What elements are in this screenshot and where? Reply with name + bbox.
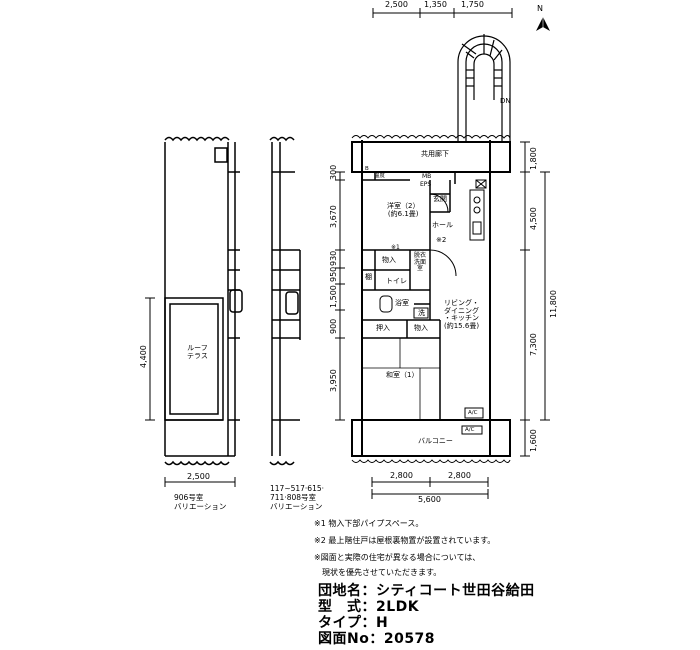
bath-label: 浴室 <box>395 299 409 307</box>
main-unit-walls <box>351 140 511 457</box>
corridor-ticks <box>351 135 511 463</box>
variation-a-dim-h: 4,400 <box>139 345 148 368</box>
hall-label: ホール <box>432 221 453 229</box>
right-dim-4500: 4,500 <box>529 207 538 230</box>
meter-label: 温度 <box>374 173 386 179</box>
complex-name: 団地名：シティコート世田谷給田 <box>318 583 535 599</box>
unit-type: 型 式：2LDK <box>318 599 420 615</box>
toilet-label: トイレ <box>386 277 407 285</box>
top-dimension-line <box>372 8 513 18</box>
right-dim-7300: 7,300 <box>529 333 538 356</box>
storage2-label: 物入 <box>414 324 428 332</box>
top-dim-1: 2,500 <box>385 0 408 9</box>
closet-label: 押入 <box>376 324 390 332</box>
north-arrow-icon <box>536 17 550 31</box>
wash-label: 洗 <box>418 309 425 317</box>
ac-label-1: A/C <box>468 410 478 416</box>
variation-a-dimensions <box>145 297 236 487</box>
left-dim-3950: 3,950 <box>329 369 338 392</box>
left-dim-1500: 1,500 <box>329 285 338 308</box>
left-dim-950: 950 <box>329 266 338 282</box>
variation-b-caption-3: バリエーション <box>270 502 323 511</box>
spiral-stair <box>457 34 511 143</box>
left-dimension-line <box>335 171 345 421</box>
left-dim-930: 930 <box>329 250 338 266</box>
bottom-dimension-lines <box>371 477 489 499</box>
left-dim-300: 300 <box>329 164 338 180</box>
tatami-lines <box>362 338 440 420</box>
bottom-dim-b: 2,800 <box>448 471 471 480</box>
storage1-label: 物入 <box>382 256 396 264</box>
variation-a-walls <box>164 136 243 466</box>
washroom-label: 脱衣 洗面 室 <box>414 252 427 273</box>
right-dimension-lines <box>520 141 550 457</box>
kitchen-fixtures <box>379 179 487 435</box>
variation-b-caption-2: 711·808号室 <box>270 493 317 502</box>
right-dim-1800: 1,800 <box>529 147 538 170</box>
balcony-label: バルコニー <box>418 437 453 445</box>
bottom-dim-total: 5,600 <box>418 495 441 504</box>
bottom-dim-a: 2,800 <box>390 471 413 480</box>
note-4: 現状を優先させていただきます。 <box>314 568 442 577</box>
variation-a-caption-2: バリエーション <box>174 502 227 511</box>
corridor-label: 共用廊下 <box>421 150 449 158</box>
japanese-room-label: 和室（1） <box>386 371 419 379</box>
variation-a-dim-w: 2,500 <box>187 472 210 481</box>
room-b-label: B <box>365 166 369 172</box>
note-2: ※2 最上階住戸は屋根裏物置が設置されています。 <box>314 536 496 545</box>
ldk-label: リビング・ ダイニング ・キッチン (約15.6畳) <box>444 299 480 331</box>
north-label: N <box>537 4 543 13</box>
note2-mark: ※2 <box>436 236 447 244</box>
variation-a-caption-1: 906号室 <box>174 493 204 502</box>
eps-label: EPS <box>420 181 432 188</box>
genkan-label: 玄関 <box>433 195 447 203</box>
note1-mark: ※1 <box>391 244 400 251</box>
top-dim-3: 1,750 <box>461 0 484 9</box>
variation-b-walls <box>269 136 301 466</box>
ac-label-2: A/C <box>465 427 475 433</box>
western-room-label: 洋室（2） (約6.1畳) <box>387 202 420 218</box>
stair-dn-label: DN <box>500 97 511 105</box>
mb-label: MB <box>422 173 432 180</box>
left-dim-3670: 3,670 <box>329 205 338 228</box>
roof-terrace-label: ルーフ テラス <box>187 344 208 360</box>
note-1: ※1 物入下部パイプスペース。 <box>314 519 424 528</box>
unit-subtype: タイプ：H <box>318 615 389 631</box>
right-dim-11800: 11,800 <box>549 290 558 318</box>
variation-b-caption-1: 117~517·615· <box>270 484 324 493</box>
note-3: ※図面と実際の住宅が異なる場合については、 <box>314 553 481 562</box>
drawing-number: 図面No：20578 <box>318 631 436 647</box>
top-dim-2: 1,350 <box>424 0 447 9</box>
shelf-label: 棚 <box>365 273 372 281</box>
left-dim-900: 900 <box>329 318 338 334</box>
right-dim-1600: 1,600 <box>529 429 538 452</box>
